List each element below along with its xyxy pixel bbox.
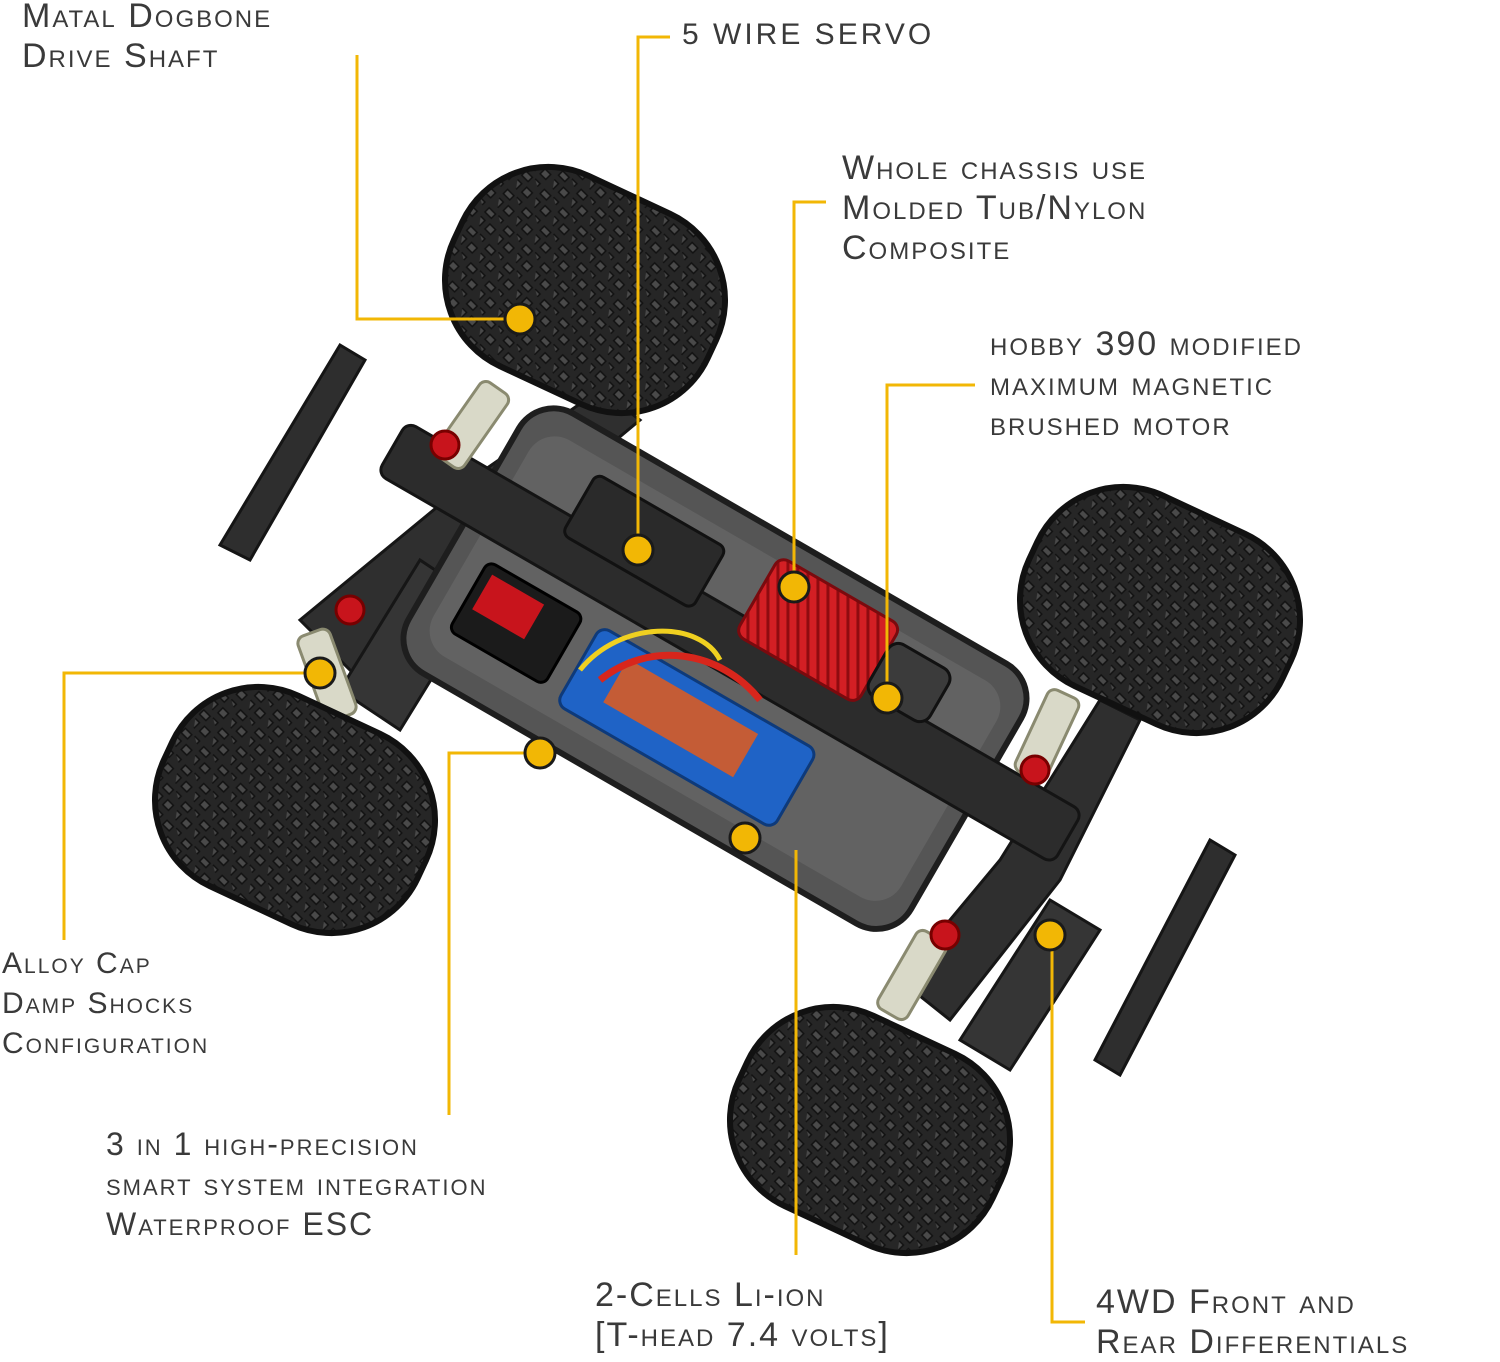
leader-dogbone: [355, 55, 505, 321]
tire-front-top: [1016, 483, 1304, 737]
label-differentials-line2: Rear Differentials: [1096, 1323, 1410, 1361]
label-esc-line3: Waterproof ESC: [106, 1206, 375, 1242]
label-differentials: 4WD Front and Rear Differentials: [1096, 1282, 1409, 1362]
dot-motor: [870, 681, 904, 715]
callout-lines: [62, 35, 1085, 1324]
dot-chassis: [777, 570, 811, 604]
label-esc: 3 in 1 high-precision smart system integ…: [106, 1124, 488, 1244]
label-shocks: Alloy Cap Damp Shocks Configuration: [2, 944, 209, 1064]
label-motor-line2: maximum magnetic: [990, 365, 1275, 403]
label-chassis-line2: Molded Tub/Nylon: [842, 189, 1148, 227]
dot-servo: [621, 533, 655, 567]
label-motor-line1: hobby 390 modified: [990, 325, 1303, 363]
label-battery: 2-Cells Li-ion [T-head 7.4 volts]: [595, 1275, 890, 1355]
dot-shocks: [303, 656, 337, 690]
dot-differentials: [1033, 918, 1067, 952]
label-motor: hobby 390 modified maximum magnetic brus…: [990, 324, 1303, 444]
label-servo: 5 WIRE SERVO: [682, 15, 934, 55]
callout-dots: [303, 302, 1067, 952]
label-differentials-line1: 4WD Front and: [1096, 1283, 1356, 1321]
label-chassis-line1: Whole chassis use: [842, 149, 1148, 187]
leader-servo: [636, 35, 670, 535]
tire-rear-top: [441, 163, 729, 417]
label-dogbone-line1: Matal Dogbone: [22, 0, 273, 35]
label-shocks-line3: Configuration: [2, 1027, 210, 1060]
dot-battery: [728, 821, 762, 855]
leader-differentials: [1050, 950, 1085, 1324]
leader-shocks: [62, 671, 305, 940]
label-esc-line1: 3 in 1 high-precision: [106, 1126, 419, 1162]
dot-dogbone: [503, 302, 537, 336]
label-dogbone: Matal Dogbone Drive Shaft: [22, 0, 272, 76]
label-chassis-line3: Composite: [842, 229, 1012, 267]
label-servo-line1: 5 WIRE SERVO: [682, 18, 935, 51]
front-bumper: [1093, 837, 1237, 1078]
leader-esc: [447, 751, 525, 1115]
label-motor-line3: brushed motor: [990, 405, 1232, 443]
label-shocks-line2: Damp Shocks: [2, 987, 195, 1020]
tire-front-bottom: [726, 1003, 1014, 1257]
label-dogbone-line2: Drive Shaft: [22, 37, 220, 75]
leader-chassis: [792, 200, 826, 572]
label-battery-line2: [T-head 7.4 volts]: [595, 1316, 890, 1354]
label-battery-line1: 2-Cells Li-ion: [595, 1276, 826, 1314]
label-shocks-line1: Alloy Cap: [2, 947, 152, 980]
tire-rear-bottom: [151, 683, 439, 937]
leader-motor: [885, 383, 975, 683]
rear-wing: [217, 342, 368, 562]
dot-esc: [523, 736, 557, 770]
front-shocks: [876, 688, 1081, 1022]
rc-car-illustration: [151, 163, 1304, 1257]
label-esc-line2: smart system integration: [106, 1166, 488, 1202]
label-chassis: Whole chassis use Molded Tub/Nylon Compo…: [842, 148, 1147, 268]
